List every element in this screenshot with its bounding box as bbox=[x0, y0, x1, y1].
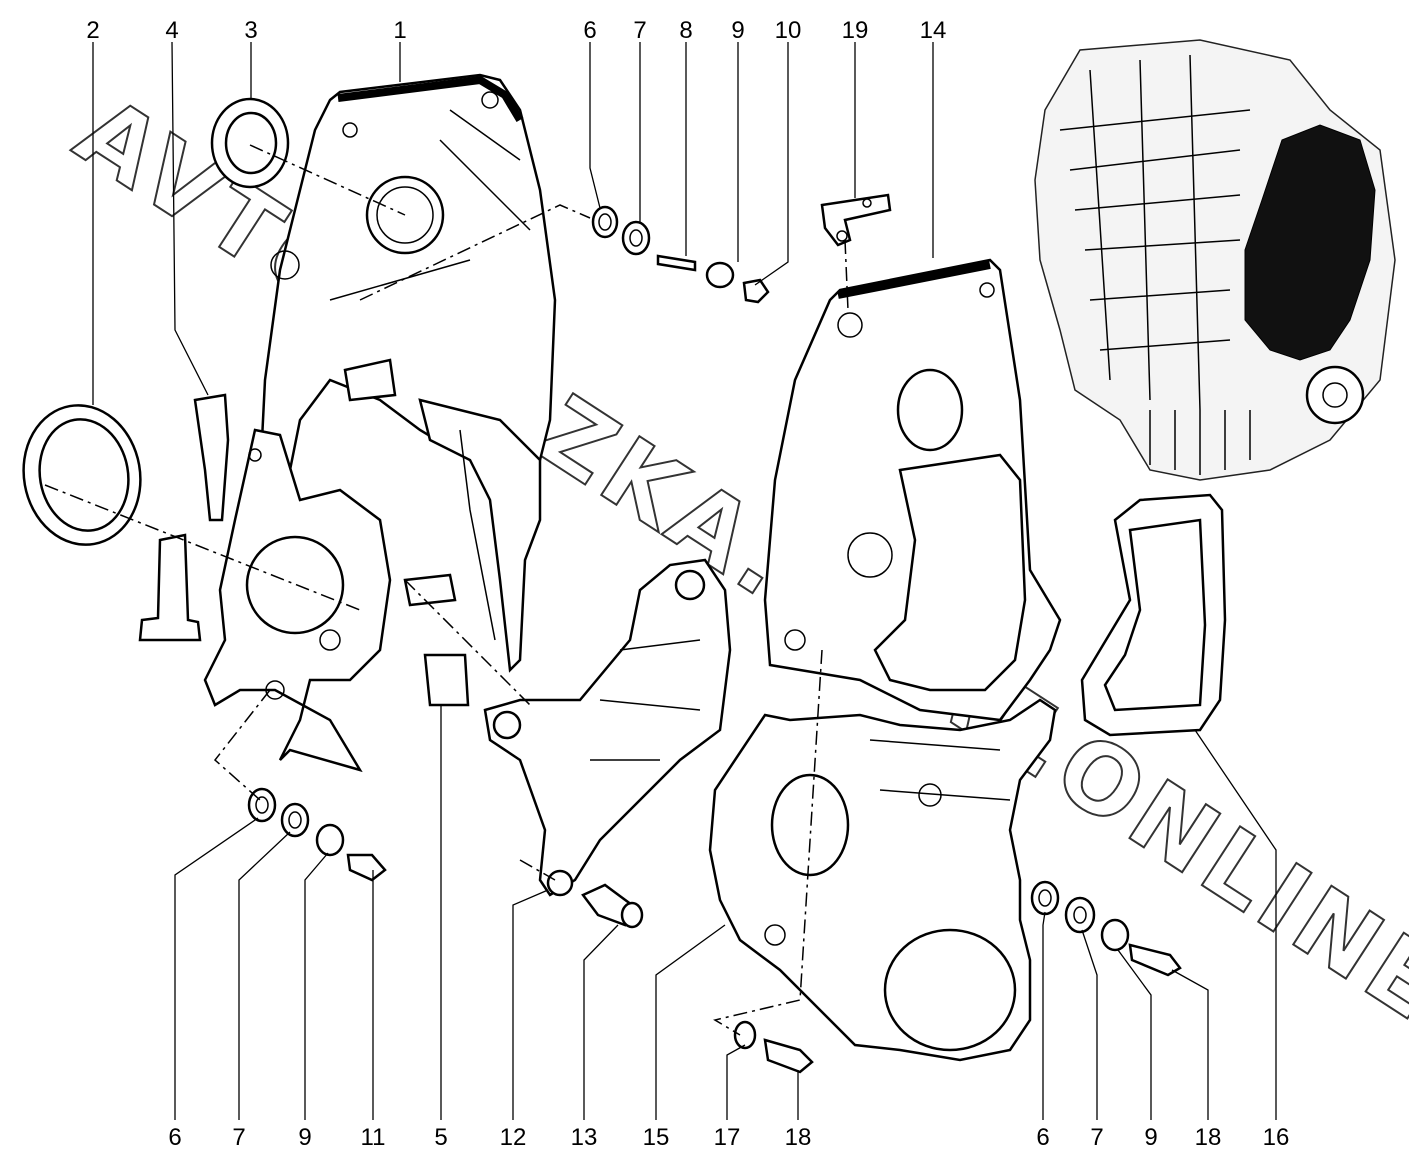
part-1-upper-cover bbox=[258, 73, 557, 503]
part-13-bolt bbox=[581, 883, 644, 929]
callout-6: 6 bbox=[1036, 1124, 1049, 1151]
callout-3: 3 bbox=[244, 17, 257, 44]
callout-18: 18 bbox=[1195, 1124, 1222, 1151]
callout-6: 6 bbox=[583, 17, 596, 44]
fasteners-top bbox=[591, 205, 770, 304]
assembly-lines bbox=[44, 144, 849, 1036]
callout-18: 18 bbox=[785, 1124, 812, 1151]
engine-thumbnail bbox=[1034, 39, 1396, 481]
part-4-bracket-strip bbox=[138, 393, 230, 642]
callout-16: 16 bbox=[1263, 1124, 1290, 1151]
callout-7: 7 bbox=[633, 17, 646, 44]
callout-13: 13 bbox=[571, 1124, 598, 1151]
part-2-seal-ring bbox=[22, 404, 142, 546]
timing-cover-highlight bbox=[1244, 124, 1376, 361]
callout-7: 7 bbox=[232, 1124, 245, 1151]
part-16-gasket bbox=[1080, 493, 1227, 737]
callout-7: 7 bbox=[1090, 1124, 1103, 1151]
callout-9: 9 bbox=[731, 17, 744, 44]
leader-lines bbox=[92, 41, 1277, 1120]
callout-10: 10 bbox=[775, 17, 802, 44]
fasteners-right bbox=[1030, 880, 1182, 977]
callout-9: 9 bbox=[1144, 1124, 1157, 1151]
callout-19: 19 bbox=[842, 17, 869, 44]
callout-2: 2 bbox=[86, 17, 99, 44]
callouts-top: 2 4 3 1 6 7 8 9 10 19 14 bbox=[86, 17, 946, 44]
fasteners-bottom bbox=[733, 1020, 814, 1074]
part-12-bracket bbox=[483, 558, 732, 897]
callout-11: 11 bbox=[361, 1124, 386, 1151]
part-14-middle-cover bbox=[763, 258, 1062, 722]
part-1-lower-section bbox=[203, 428, 392, 773]
callout-6: 6 bbox=[168, 1124, 181, 1151]
part-5-gasket-strip bbox=[343, 358, 542, 707]
part-15-lower-cover bbox=[708, 698, 1057, 1062]
part-19-small-bracket bbox=[820, 193, 892, 247]
callout-1: 1 bbox=[393, 17, 406, 44]
callout-8: 8 bbox=[679, 17, 692, 44]
callout-9: 9 bbox=[298, 1124, 311, 1151]
callout-14: 14 bbox=[920, 17, 947, 44]
callout-17: 17 bbox=[714, 1124, 741, 1151]
callout-5: 5 bbox=[434, 1124, 447, 1151]
part-3-oil-seal bbox=[210, 97, 290, 189]
callout-4: 4 bbox=[165, 17, 178, 44]
callout-12: 12 bbox=[500, 1124, 527, 1151]
callouts-bottom: 6 7 9 11 5 12 13 15 17 18 6 7 9 18 16 bbox=[168, 1124, 1289, 1151]
callout-15: 15 bbox=[643, 1124, 670, 1151]
